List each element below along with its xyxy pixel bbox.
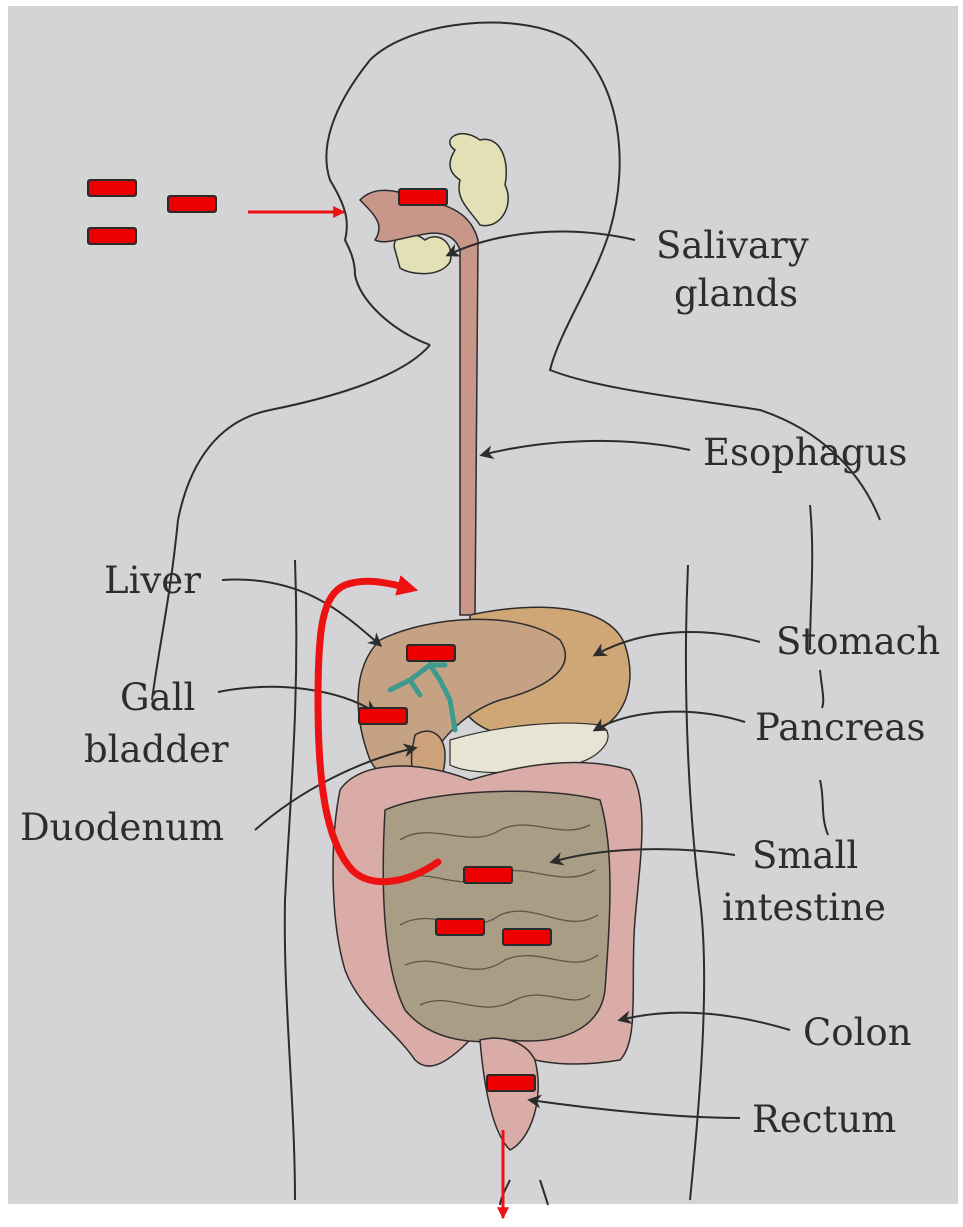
marker-m1 bbox=[88, 180, 136, 196]
label-small-line1: Small bbox=[752, 834, 858, 877]
label-rectum: Rectum bbox=[752, 1098, 896, 1141]
label-liver: Liver bbox=[104, 559, 201, 602]
marker-m3 bbox=[88, 228, 136, 244]
label-small-line2: intestine bbox=[722, 886, 886, 929]
marker-m9 bbox=[503, 929, 551, 945]
label-gall-line1: Gall bbox=[120, 676, 195, 719]
marker-m6 bbox=[359, 708, 407, 724]
label-pancreas: Pancreas bbox=[755, 706, 925, 749]
marker-m2 bbox=[168, 196, 216, 212]
label-salivary-line2: glands bbox=[674, 272, 798, 315]
marker-m4 bbox=[399, 189, 447, 205]
label-colon: Colon bbox=[803, 1011, 912, 1054]
label-stomach: Stomach bbox=[776, 620, 940, 663]
label-duodenum: Duodenum bbox=[20, 806, 224, 849]
label-esophagus: Esophagus bbox=[703, 431, 907, 474]
label-salivary-line1: Salivary bbox=[656, 224, 809, 267]
marker-m7 bbox=[464, 867, 512, 883]
marker-m8 bbox=[436, 919, 484, 935]
marker-m10 bbox=[487, 1075, 535, 1091]
marker-m5 bbox=[407, 645, 455, 661]
label-gall-line2: bladder bbox=[84, 728, 229, 771]
